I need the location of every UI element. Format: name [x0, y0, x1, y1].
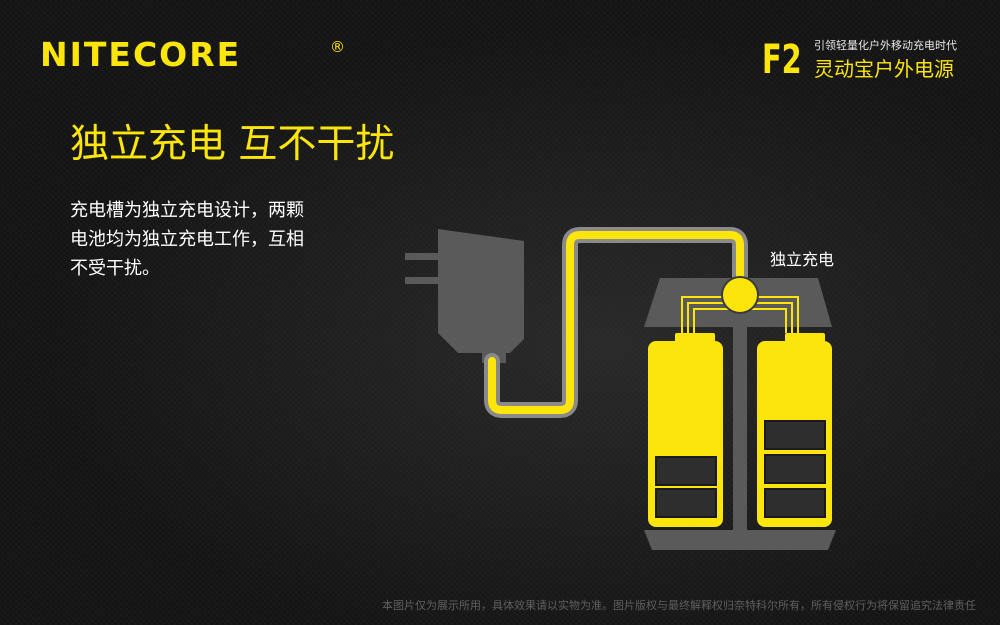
- charging-node: [721, 276, 759, 314]
- nitecore-logo: NITECORE: [40, 35, 242, 74]
- independent-charge-label: 独立充电: [770, 250, 835, 269]
- right-battery-icon: [757, 333, 832, 527]
- wall-charger-icon: [405, 229, 524, 363]
- registered-mark: ®: [330, 38, 345, 56]
- feature-headline: 独立充电 互不干扰: [70, 122, 395, 167]
- charging-illustration: [405, 227, 836, 550]
- product-tagline: 引领轻量化户外移动充电时代: [814, 39, 957, 52]
- product-model: F2: [762, 37, 802, 83]
- copyright-disclaimer: 本图片仅为展示所用，具体效果请以实物为准。图片版权与最终解释权归奈特科尔所有，所…: [382, 599, 976, 612]
- description-line-2: 电池均为独立充电工作，互相: [70, 229, 304, 250]
- charging-cable: [484, 227, 748, 418]
- feature-description: 充电槽为独立充电设计，两颗 电池均为独立充电工作，互相 不受干扰。: [70, 196, 370, 283]
- left-battery-icon: [648, 333, 723, 527]
- description-line-3: 不受干扰。: [70, 258, 160, 279]
- description-line-1: 充电槽为独立充电设计，两颗: [70, 200, 304, 221]
- product-subtitle: 灵动宝户外电源: [814, 57, 954, 81]
